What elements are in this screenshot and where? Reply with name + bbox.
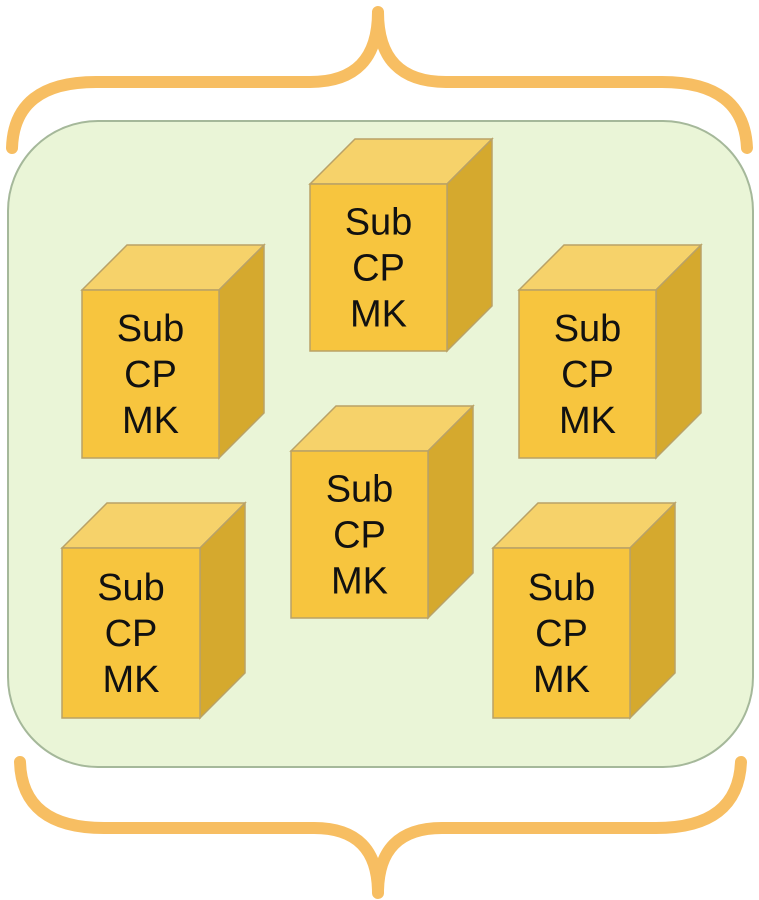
cube-front-face bbox=[61, 547, 201, 719]
cube-label-line: Sub bbox=[97, 567, 165, 609]
cube-front-face bbox=[290, 450, 429, 619]
cube-front-face bbox=[309, 183, 448, 352]
cube-label-line: CP bbox=[124, 354, 177, 396]
cube-label-line: MK bbox=[533, 659, 590, 701]
cube-label-line: Sub bbox=[554, 308, 622, 350]
cube-label-line: Sub bbox=[326, 469, 394, 511]
cubes-group: SubCPMKSubCPMKSubCPMKSubCPMKSubCPMKSubCP… bbox=[60, 137, 703, 720]
cube-label-line: Sub bbox=[345, 202, 413, 244]
cube-label-line: CP bbox=[333, 515, 386, 557]
cube-label-line: MK bbox=[331, 561, 388, 603]
cube-label-line: MK bbox=[103, 659, 160, 701]
cube-label-line: MK bbox=[350, 294, 407, 336]
cube-label-line: CP bbox=[105, 613, 158, 655]
cube-label-line: MK bbox=[559, 400, 616, 442]
cube-label-line: CP bbox=[352, 248, 405, 290]
cube-label-line: CP bbox=[561, 354, 614, 396]
top-curly-brace bbox=[6, 6, 753, 154]
cube-label-line: Sub bbox=[117, 308, 185, 350]
cube-label-line: CP bbox=[535, 613, 588, 655]
bottom-curly-brace bbox=[14, 756, 747, 899]
cube-label-line: MK bbox=[122, 400, 179, 442]
cube-front-face bbox=[81, 289, 220, 459]
cube-front-face bbox=[518, 289, 657, 459]
cube-label-line: Sub bbox=[528, 567, 596, 609]
cube-front-face bbox=[492, 547, 631, 719]
